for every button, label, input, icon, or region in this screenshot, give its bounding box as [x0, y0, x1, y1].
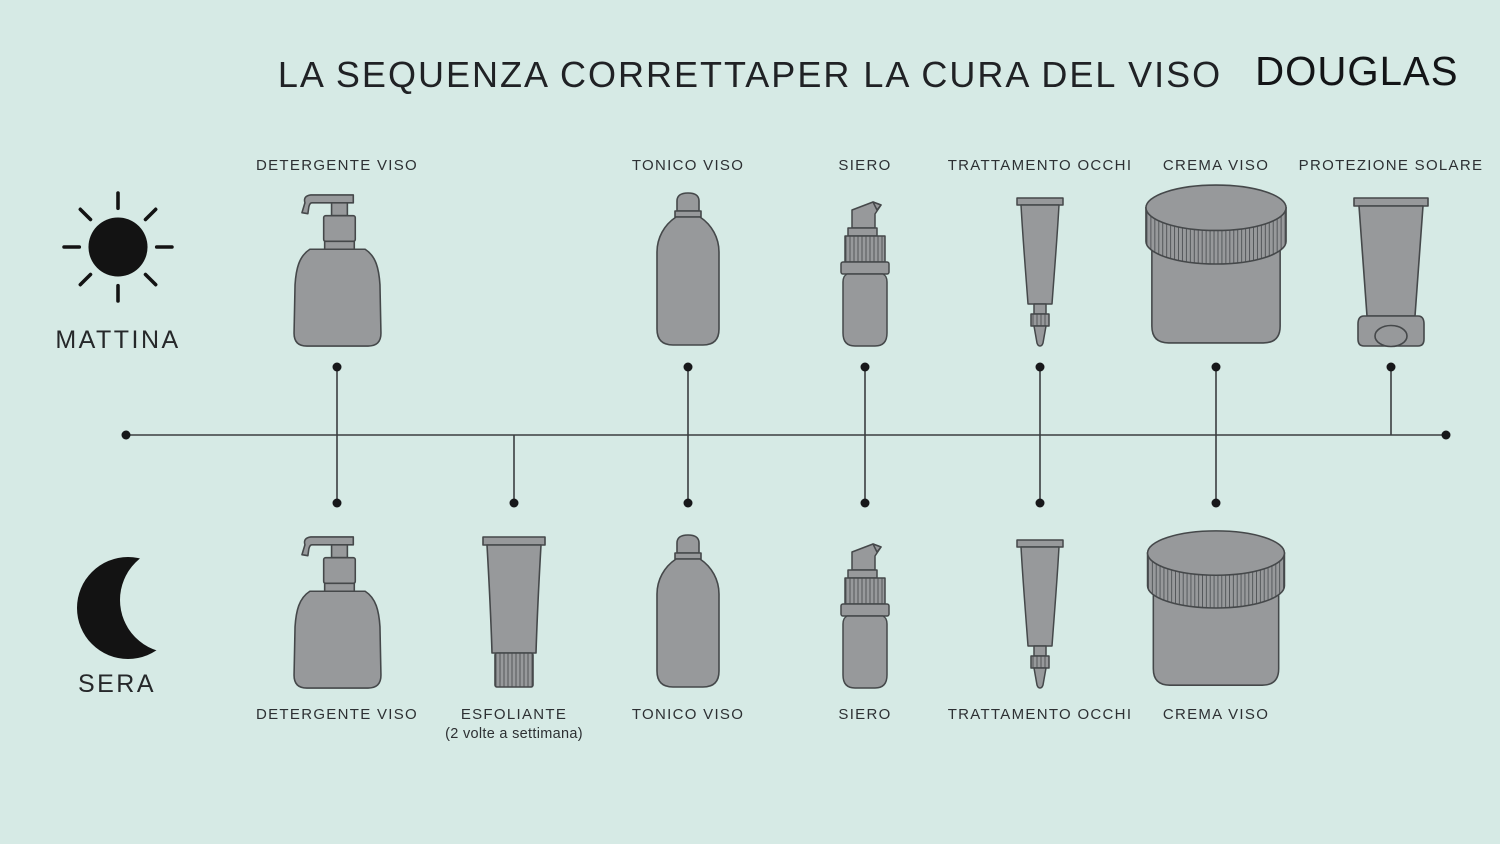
- toner-bottle-icon: [653, 176, 723, 348]
- eye-treatment-tube-icon: [1012, 176, 1068, 348]
- pump-bottle-icon: [288, 176, 387, 348]
- product-slot-morning-protezione: PROTEZIONE SOLARE: [1281, 156, 1500, 348]
- evening-row-label: SERA: [77, 670, 157, 698]
- exfoliant-tube-icon: [479, 528, 549, 690]
- product-label: DETERGENTE VISO: [255, 157, 419, 174]
- morning-row-label: MATTINA: [55, 326, 181, 354]
- product-label: SIERO: [838, 706, 892, 723]
- product-label: TRATTAMENTO OCCHI: [947, 706, 1133, 723]
- toner-bottle-icon: [653, 528, 723, 690]
- sunscreen-tube-icon: [1346, 176, 1436, 348]
- product-slot-evening-occhi: TRATTAMENTO OCCHI: [930, 528, 1150, 725]
- product-label: TONICO VISO: [631, 706, 745, 723]
- douglas-logo: DOUGLAS: [1254, 48, 1458, 94]
- product-slot-morning-crema: CREMA VISO: [1106, 156, 1326, 348]
- cream-jar-icon: [1143, 528, 1289, 690]
- product-slot-morning-occhi: TRATTAMENTO OCCHI: [930, 156, 1150, 348]
- product-slot-morning-siero: SIERO: [755, 156, 975, 348]
- product-label: ESFOLIANTE: [460, 706, 568, 723]
- product-slot-morning-tonico: TONICO VISO: [578, 156, 798, 348]
- product-label: CREMA VISO: [1162, 706, 1270, 723]
- cream-jar-icon: [1142, 176, 1290, 348]
- eye-treatment-tube-icon: [1012, 528, 1068, 690]
- product-slot-evening-esfoliante: ESFOLIANTE (2 volte a settimana): [404, 528, 624, 744]
- product-label: TRATTAMENTO OCCHI: [947, 157, 1133, 174]
- serum-pump-icon: [837, 176, 893, 348]
- product-sublabel: (2 volte a settimana): [445, 726, 583, 742]
- product-label: SIERO: [838, 157, 892, 174]
- product-slot-evening-crema: CREMA VISO: [1106, 528, 1326, 725]
- sun-icon: [62, 191, 174, 303]
- product-slot-evening-tonico: TONICO VISO: [578, 528, 798, 725]
- product-slot-evening-detergente: DETERGENTE VISO: [227, 528, 447, 725]
- product-slot-morning-detergente: DETERGENTE VISO: [227, 156, 447, 348]
- product-label: PROTEZIONE SOLARE: [1298, 157, 1484, 174]
- pump-bottle-icon: [288, 528, 387, 690]
- product-slot-evening-siero: SIERO: [755, 528, 975, 725]
- product-label: DETERGENTE VISO: [255, 706, 419, 723]
- timeline-dots: [121, 362, 1451, 508]
- product-label: TONICO VISO: [631, 157, 745, 174]
- page-title: LA SEQUENZA CORRETTAPER LA CURA DEL VISO: [277, 54, 1223, 95]
- moon-icon: [77, 550, 186, 659]
- product-label: CREMA VISO: [1162, 157, 1270, 174]
- timeline-axis: [126, 367, 1446, 503]
- serum-pump-icon: [837, 528, 893, 690]
